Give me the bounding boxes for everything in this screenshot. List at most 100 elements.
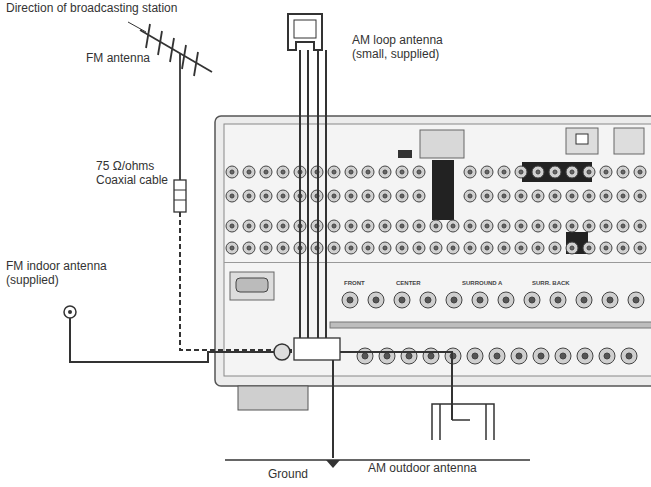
jack xyxy=(425,297,431,303)
network-jack xyxy=(576,134,588,144)
jack xyxy=(332,224,336,228)
jack xyxy=(621,246,625,250)
jack xyxy=(477,297,483,303)
jack xyxy=(604,246,608,250)
jack xyxy=(621,348,637,364)
jack xyxy=(260,242,272,254)
jack xyxy=(519,194,523,198)
jack xyxy=(604,224,608,228)
callout-label: CENTER xyxy=(396,280,436,287)
jack xyxy=(264,224,268,228)
jack xyxy=(638,194,642,198)
jack xyxy=(555,348,571,364)
jack xyxy=(516,353,522,359)
jack xyxy=(247,170,251,174)
jack xyxy=(428,353,434,359)
panel-divider xyxy=(224,262,651,263)
jack xyxy=(342,292,358,308)
jack xyxy=(349,170,353,174)
black-jack-block xyxy=(432,160,454,220)
coax-hatch xyxy=(174,190,186,191)
jack xyxy=(502,246,506,250)
jack xyxy=(362,353,368,359)
jack xyxy=(549,190,561,202)
jack xyxy=(628,292,644,308)
jack xyxy=(434,246,438,250)
jack xyxy=(413,242,425,254)
callout-label: Ground xyxy=(268,468,328,482)
jack xyxy=(379,242,391,254)
jack xyxy=(226,166,238,178)
jack xyxy=(553,224,557,228)
jack xyxy=(536,194,540,198)
jack xyxy=(553,170,557,174)
fm-jack xyxy=(274,344,290,360)
jack xyxy=(621,194,625,198)
jack xyxy=(536,224,540,228)
speaker-bar xyxy=(330,322,651,328)
antenna-terminal xyxy=(294,338,340,360)
jack xyxy=(536,170,540,174)
jack xyxy=(583,242,595,254)
jack xyxy=(502,194,506,198)
jack xyxy=(230,224,234,228)
am-loop-inner xyxy=(294,20,316,38)
ground-line xyxy=(225,459,530,461)
coax-connector xyxy=(174,180,186,212)
jack xyxy=(519,246,523,250)
jack xyxy=(587,170,591,174)
jack xyxy=(417,246,421,250)
jack xyxy=(413,190,425,202)
jack xyxy=(260,166,272,178)
jack xyxy=(570,246,574,250)
am-outdoor-antenna-wire xyxy=(452,419,470,421)
jack xyxy=(394,292,410,308)
jack xyxy=(328,220,340,232)
jack xyxy=(634,190,646,202)
callout-label: Direction of broadcasting station xyxy=(6,2,266,16)
jack xyxy=(264,246,268,250)
am-loop-wire xyxy=(325,50,327,342)
callout-label: FM antenna xyxy=(86,52,176,66)
jack xyxy=(498,190,510,202)
dock-port xyxy=(614,128,644,154)
jack xyxy=(446,292,462,308)
jack xyxy=(577,348,593,364)
jack xyxy=(373,297,379,303)
jack xyxy=(430,220,442,232)
hdmi-port xyxy=(398,150,412,158)
jack xyxy=(519,224,523,228)
jack xyxy=(230,194,234,198)
fm-indoor-wire xyxy=(70,318,292,362)
jack xyxy=(599,348,615,364)
jack xyxy=(417,194,421,198)
jack xyxy=(529,297,535,303)
jack xyxy=(420,292,436,308)
jack xyxy=(549,220,561,232)
jack xyxy=(430,242,442,254)
jack xyxy=(494,353,500,359)
jack xyxy=(621,170,625,174)
fm-antenna xyxy=(140,24,212,180)
jack xyxy=(519,170,523,174)
jack xyxy=(226,190,238,202)
jack xyxy=(383,194,387,198)
jack xyxy=(515,166,527,178)
jack xyxy=(481,242,493,254)
jack xyxy=(633,297,639,303)
jack xyxy=(345,242,357,254)
jack xyxy=(587,246,591,250)
jack xyxy=(638,246,642,250)
jack xyxy=(638,224,642,228)
jack xyxy=(277,220,289,232)
jack xyxy=(481,190,493,202)
jack xyxy=(281,170,285,174)
jack xyxy=(468,170,472,174)
jack xyxy=(464,166,476,178)
receiver-panel xyxy=(215,116,651,386)
jack xyxy=(281,224,285,228)
rs232-port xyxy=(230,272,274,300)
jack xyxy=(515,220,527,232)
jack xyxy=(550,292,566,308)
jack xyxy=(489,348,505,364)
